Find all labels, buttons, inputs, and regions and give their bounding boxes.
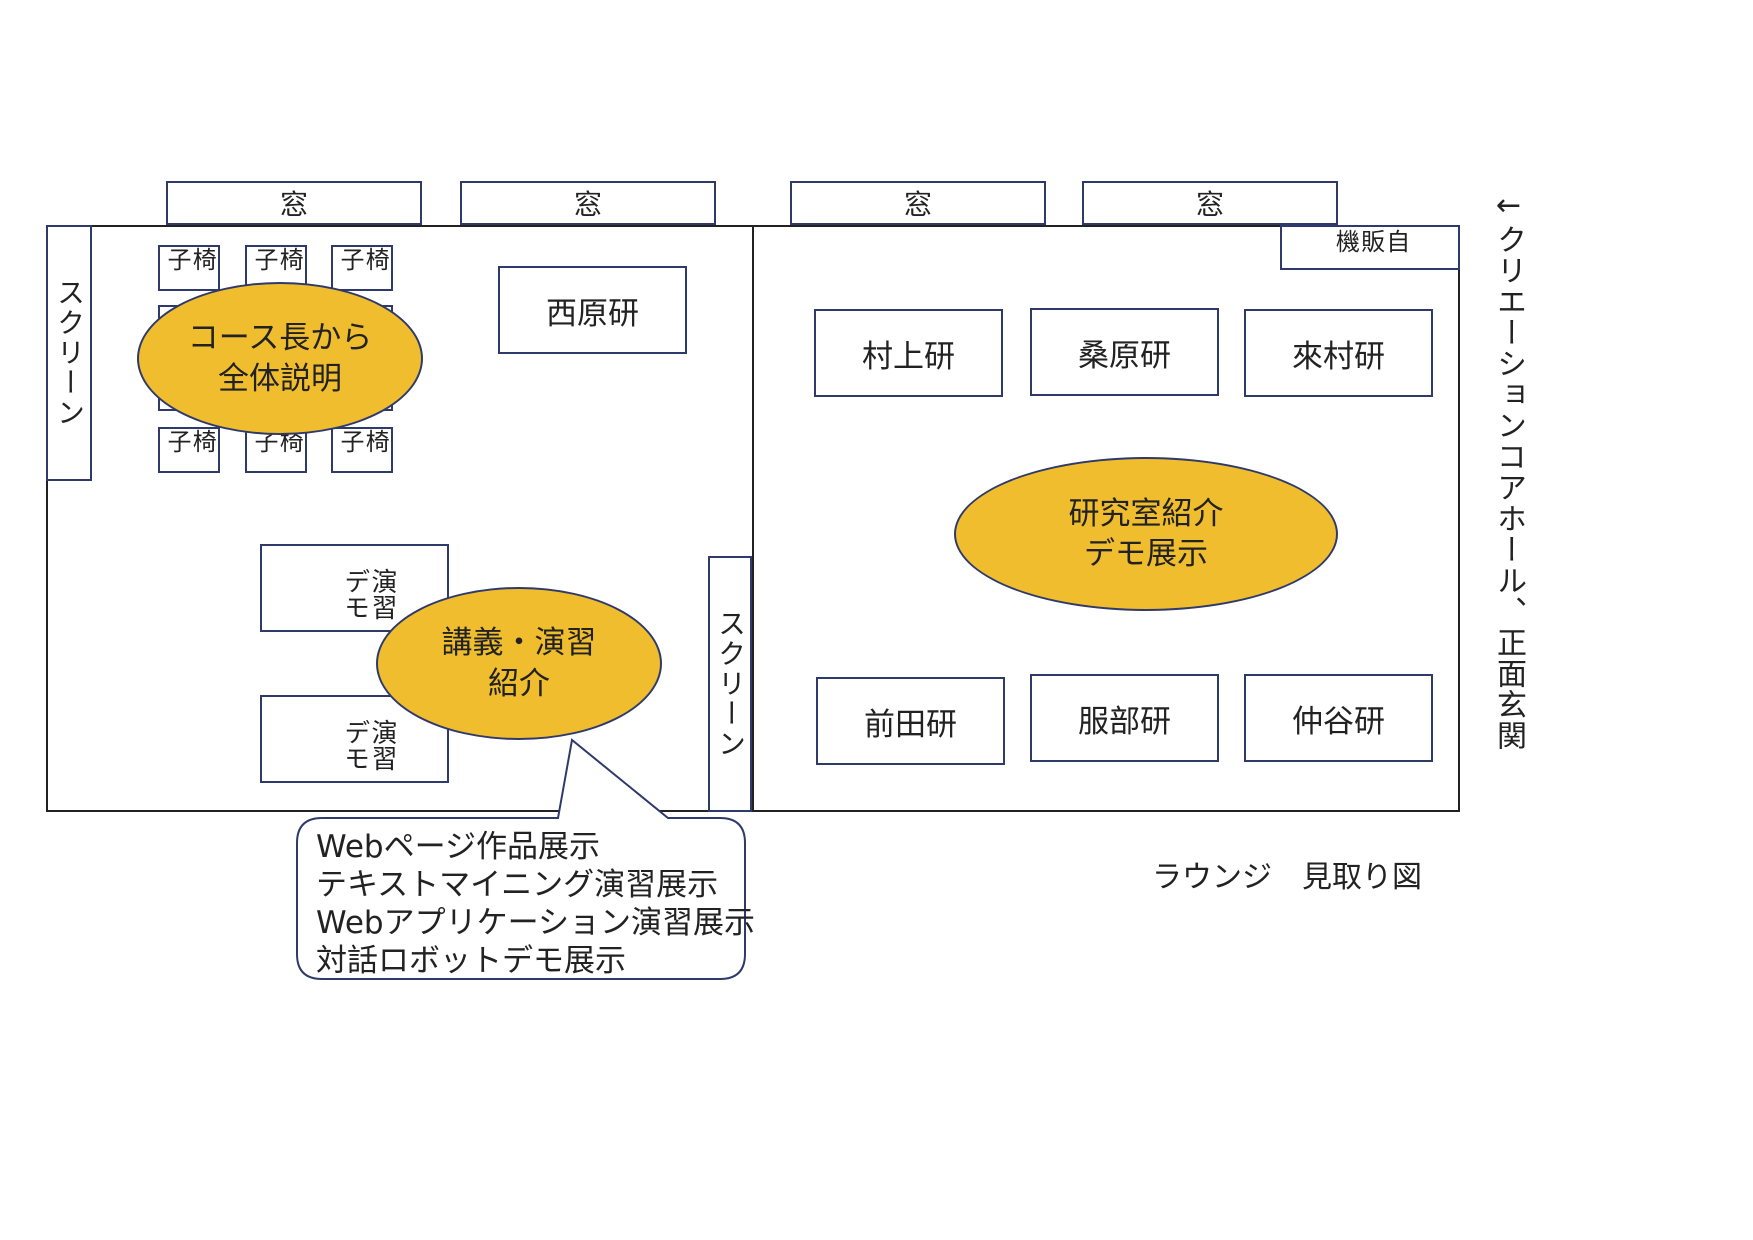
window-4: 窓 xyxy=(1082,181,1338,225)
lab-murakami: 村上研 xyxy=(814,309,1003,397)
lab-maeda: 前田研 xyxy=(816,677,1005,765)
window-label: 窓 xyxy=(573,188,602,221)
callout-text: Webページ作品展示 テキストマイニング演習展示 Webアプリケーション演習展示… xyxy=(316,828,755,981)
callout-shape xyxy=(296,738,746,980)
lecture-intro-ellipse: 講義・演習 紹介 xyxy=(376,587,662,740)
lab-label: 桑原研 xyxy=(1078,337,1171,374)
chair: 椅子 xyxy=(158,427,220,473)
callout-line: テキストマイニング演習展示 xyxy=(316,867,719,904)
chair: 椅子 xyxy=(158,245,220,291)
lab-label: 西原研 xyxy=(546,295,639,332)
demo-label: 演習デモ xyxy=(339,719,397,771)
course-overview-ellipse: コース長から 全体説明 xyxy=(137,282,423,435)
ellipse-line: コース長から xyxy=(187,320,373,357)
right-room xyxy=(752,225,1460,812)
demo-label: 演習デモ xyxy=(339,568,397,620)
lab-label: 來村研 xyxy=(1292,338,1385,375)
caption: ラウンジ 見取り図 xyxy=(1152,860,1422,895)
window-label: 窓 xyxy=(279,188,308,221)
lab-kitamura: 來村研 xyxy=(1244,309,1433,397)
entrance-note-text: ←クリエーションコアホール、正面玄関 xyxy=(1491,188,1526,751)
ellipse-line: 紹介 xyxy=(488,665,550,702)
demo-box-1: 演習デモ xyxy=(260,544,449,632)
callout-line: Webページ作品展示 xyxy=(316,829,600,865)
lab-label: 前田研 xyxy=(864,706,957,743)
window-3: 窓 xyxy=(790,181,1046,225)
lab-nishihara: 西原研 xyxy=(498,266,687,354)
ellipse-line: 全体説明 xyxy=(217,360,342,397)
callout-line: 対話ロボットデモ展示 xyxy=(316,943,626,980)
callout-line: Webアプリケーション演習展示 xyxy=(316,905,755,942)
window-label: 窓 xyxy=(903,188,932,221)
ellipse-line: 研究室紹介 xyxy=(1068,495,1224,532)
chair: 椅子 xyxy=(331,245,393,291)
lab-label: 服部研 xyxy=(1078,703,1171,740)
lab-intro-ellipse: 研究室紹介 デモ展示 xyxy=(954,457,1338,611)
screen-left: スクリーン xyxy=(46,225,92,481)
ellipse-line: デモ展示 xyxy=(1084,536,1208,572)
screen-label: スクリーン xyxy=(53,278,86,428)
lab-kuwabara: 桑原研 xyxy=(1030,308,1219,396)
window-1: 窓 xyxy=(166,181,422,225)
screen-divider: スクリーン xyxy=(708,556,752,812)
entrance-direction-note: ←クリエーションコアホール、正面玄関 xyxy=(1486,188,1526,751)
ellipse-line: 講義・演習 xyxy=(441,625,597,662)
lab-label: 仲谷研 xyxy=(1292,703,1385,740)
lab-nakatani: 仲谷研 xyxy=(1244,674,1433,762)
vending-label: 自販機 xyxy=(1331,228,1410,253)
screen-label: スクリーン xyxy=(714,609,747,759)
chair: 椅子 xyxy=(331,427,393,473)
window-label: 窓 xyxy=(1195,188,1224,221)
window-2: 窓 xyxy=(460,181,716,225)
vending-machine: 自販機 xyxy=(1280,225,1460,270)
lab-label: 村上研 xyxy=(862,338,955,375)
lab-hattori: 服部研 xyxy=(1030,674,1219,762)
